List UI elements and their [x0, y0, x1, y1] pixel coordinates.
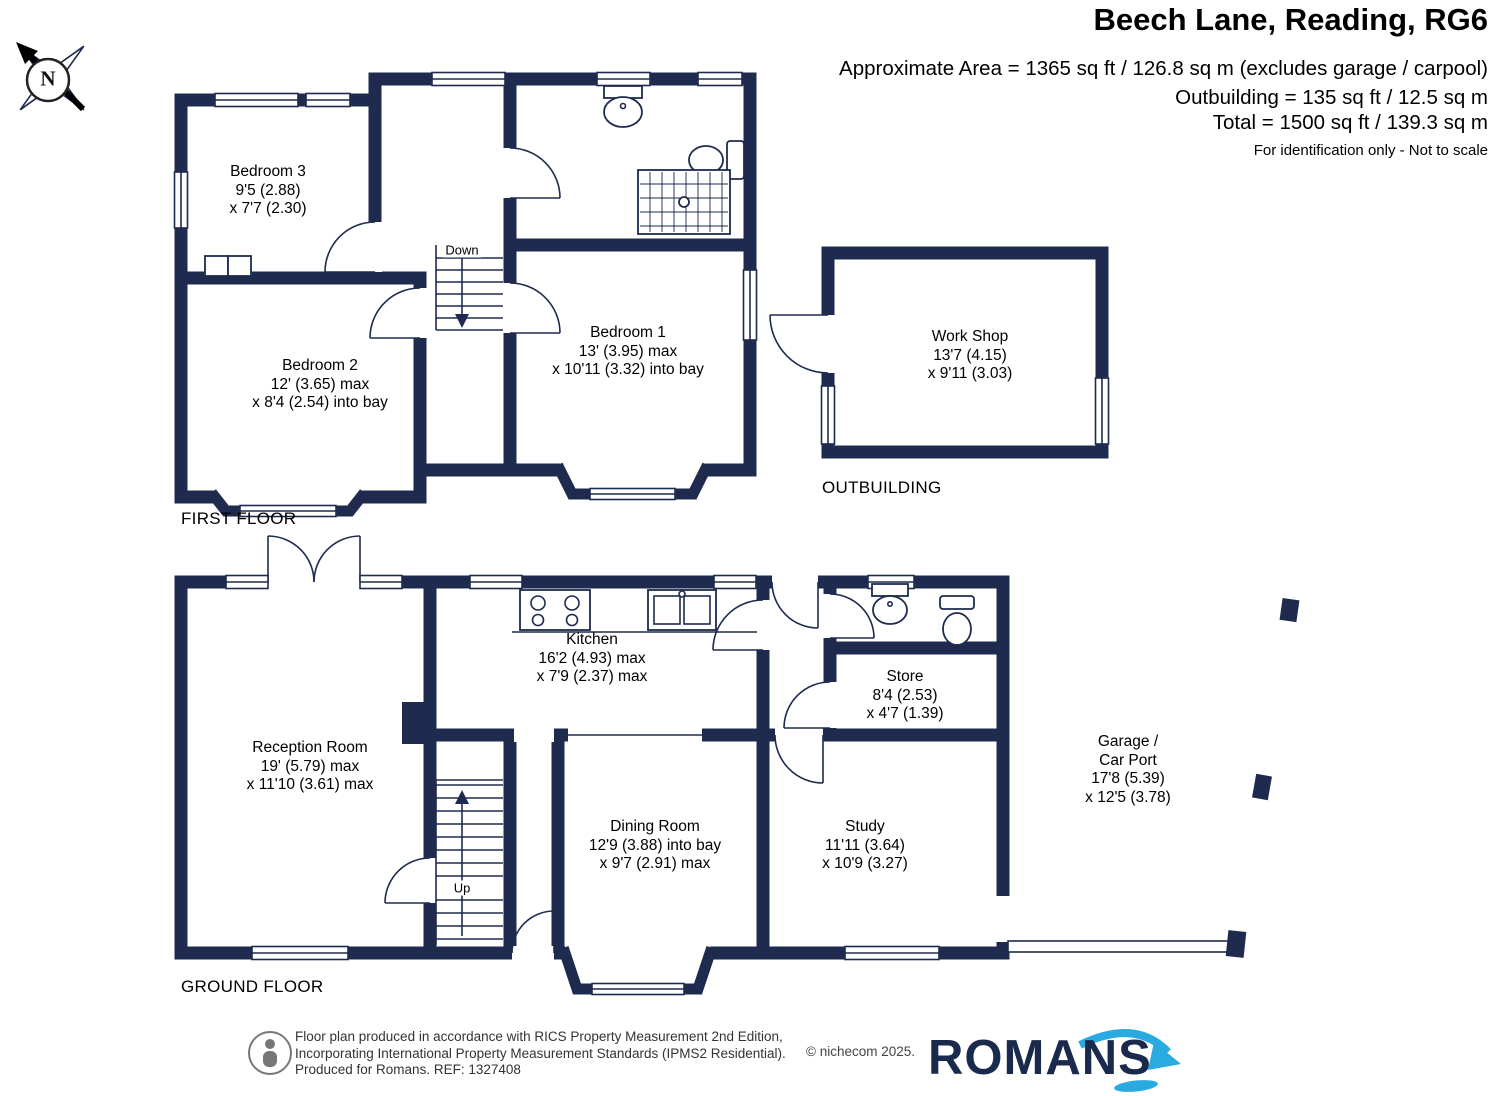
room-name: Work Shop	[931, 328, 1009, 345]
room-dim: 12'9 (3.88) into bay	[588, 836, 722, 854]
caption-ground-floor: GROUND FLOOR	[181, 977, 324, 996]
area-line-outbuilding: Outbuilding = 135 sq ft / 12.5 sq m	[1175, 86, 1488, 109]
room-label-kitchen: Kitchen 16'2 (4.93) max x 7'9 (2.37) max	[537, 631, 648, 687]
toilet-icon	[688, 140, 745, 180]
room-dim: 19' (5.79) max	[260, 757, 360, 775]
room-label-store: Store 8'4 (2.53) x 4'7 (1.39)	[866, 668, 943, 724]
page-title: Beech Lane, Reading, RG6	[1093, 2, 1489, 37]
footer-copyright: © nichecom 2025.	[806, 1044, 916, 1059]
room-dim: 9'5 (2.88)	[235, 181, 301, 199]
garage-markers	[1007, 597, 1300, 958]
room-label-dining: Dining Room 12'9 (3.88) into bay x 9'7 (…	[589, 818, 721, 874]
room-label-workshop: Work Shop 13'7 (4.15) x 9'11 (3.03)	[928, 328, 1013, 384]
room-dim: 17'8 (5.39)	[1091, 770, 1165, 787]
ground-floor-plan	[174, 535, 1010, 996]
door-arcs-ground-floor	[267, 535, 875, 954]
wc-sink-icon	[871, 583, 909, 625]
room-label-reception: Reception Room 19' (5.79) max x 11'10 (3…	[247, 739, 374, 795]
compass-arrowhead	[16, 42, 38, 64]
room-dim: x 11'10 (3.61) max	[246, 776, 374, 793]
room-label-bedroom2: Bedroom 2 12' (3.65) max x 8'4 (2.54) in…	[252, 357, 388, 413]
room-dim: 8'4 (2.53)	[872, 686, 938, 704]
room-name: Bedroom 1	[590, 324, 666, 341]
room-label-bedroom1: Bedroom 1 13' (3.95) max x 10'11 (3.32) …	[552, 324, 704, 380]
room-name: Store	[886, 668, 924, 685]
disclaimer-line: Floor plan produced in accordance with R…	[295, 1029, 783, 1044]
stairs-ground-floor	[435, 779, 503, 945]
room-label-bedroom3: Bedroom 3 9'5 (2.88) x 7'7 (2.30)	[229, 163, 306, 219]
door-arcs-first-floor	[324, 147, 561, 339]
rics-person-icon	[248, 1031, 292, 1075]
room-name: Garage /	[1097, 733, 1159, 750]
carport-boundary	[1007, 940, 1231, 953]
room-dim: x 4'7 (1.39)	[866, 705, 944, 722]
romans-logo-swoosh	[1078, 1029, 1181, 1092]
disclaimer-line: Produced for Romans. REF: 1327408	[295, 1062, 521, 1077]
room-name: Bedroom 2	[282, 357, 358, 374]
hob-icon	[512, 589, 757, 633]
stairs-first-floor	[435, 245, 503, 331]
stairs-down-label: Down	[442, 242, 482, 258]
compass-icon	[16, 42, 86, 112]
room-dim: x 8'4 (2.54) into bay	[252, 394, 388, 411]
outbuilding-plan	[769, 246, 1110, 459]
romans-logo-text: ROMANS	[928, 1031, 1152, 1085]
caption-outbuilding: OUTBUILDING	[822, 478, 942, 497]
room-label-garage: Garage / Car Port 17'8 (5.39) x 12'5 (3.…	[1085, 733, 1171, 807]
sink-icon	[603, 85, 643, 128]
compass-north-label: N	[40, 66, 56, 91]
room-name: Kitchen	[566, 631, 618, 648]
room-name: Study	[845, 818, 885, 835]
room-dim: x 7'7 (2.30)	[229, 200, 307, 217]
kitchen-sink-icon	[647, 589, 717, 631]
room-dim: x 9'7 (2.91) max	[599, 855, 711, 872]
room-dim: x 10'11 (3.32) into bay	[552, 361, 704, 378]
room-name: Reception Room	[252, 739, 368, 756]
room-name: Dining Room	[610, 818, 700, 835]
stairs-up-label: Up	[450, 880, 474, 896]
room-dim: 13'7 (4.15)	[933, 346, 1007, 364]
area-line-total: Total = 1500 sq ft / 139.3 sq m	[1212, 111, 1488, 134]
door-arc-workshop	[769, 314, 829, 374]
room-dim: x 10'9 (3.27)	[822, 855, 908, 872]
wardrobe-icon	[204, 255, 252, 277]
bath-icon	[637, 169, 731, 235]
footer-disclaimer: Floor plan produced in accordance with R…	[295, 1029, 786, 1079]
caption-first-floor: FIRST FLOOR	[181, 509, 297, 528]
area-line-approximate: Approximate Area = 1365 sq ft / 126.8 sq…	[839, 57, 1488, 80]
room-dim: 16'2 (4.93) max	[538, 649, 646, 667]
first-floor-plan	[173, 71, 758, 518]
identification-note: For identification only - Not to scale	[1253, 142, 1488, 159]
room-dim: x 7'9 (2.37) max	[536, 668, 648, 685]
windows-first-floor	[173, 71, 758, 341]
room-dim: 13' (3.95) max	[578, 342, 678, 360]
room-dim: x 12'5 (3.78)	[1085, 788, 1171, 806]
disclaimer-line: Incorporating International Property Mea…	[295, 1045, 786, 1061]
room-dim: 12' (3.65) max	[270, 375, 370, 393]
wc-toilet-icon	[939, 595, 975, 646]
chimney-breast	[402, 702, 430, 744]
room-name: Bedroom 3	[230, 163, 306, 180]
room-dim: 11'11 (3.64)	[825, 836, 905, 854]
room-name: Car Port	[1099, 751, 1157, 769]
windows-ground-floor	[225, 574, 940, 961]
room-label-study: Study 11'11 (3.64) x 10'9 (3.27)	[822, 818, 908, 874]
room-dim: x 9'11 (3.03)	[927, 365, 1013, 382]
